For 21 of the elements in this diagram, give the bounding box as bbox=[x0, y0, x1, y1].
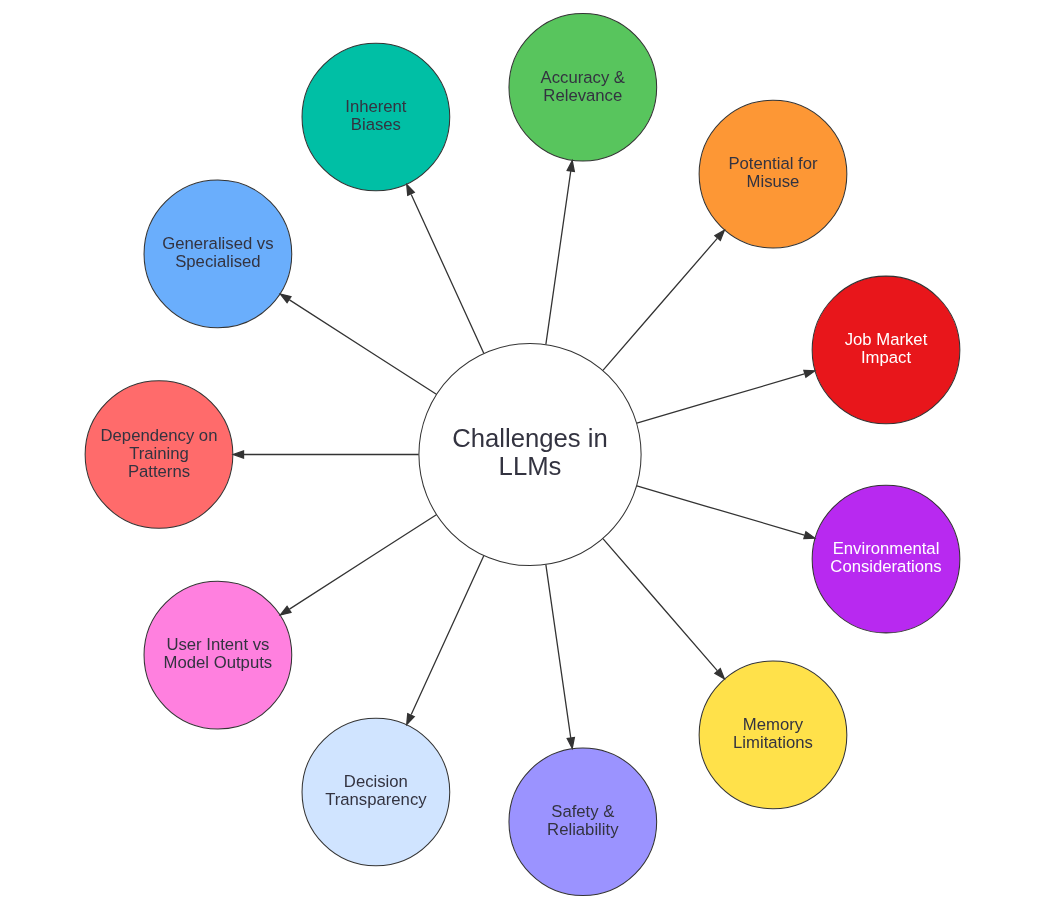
node-circle: Safety & Reliability bbox=[507, 747, 657, 897]
arrow bbox=[278, 514, 437, 616]
arrow bbox=[635, 485, 817, 540]
node-circle: Decision Transparency bbox=[301, 717, 450, 867]
node-circle: Environmental Considerations bbox=[811, 484, 960, 634]
arrow bbox=[544, 564, 575, 751]
node-circle: Potential for Misuse bbox=[698, 99, 847, 249]
node-circle: Challenges in LLMs bbox=[417, 342, 642, 567]
node-circle: Dependency on Training Patterns bbox=[84, 380, 233, 529]
node-circle: Memory Limitations bbox=[698, 660, 847, 810]
arrow bbox=[544, 158, 575, 345]
arrow bbox=[278, 293, 437, 395]
node-circle: Inherent Biases bbox=[301, 42, 450, 192]
arrow bbox=[601, 228, 726, 371]
node-circle: Job Market Impact bbox=[811, 275, 960, 425]
arrow bbox=[405, 555, 484, 727]
arrow bbox=[635, 369, 817, 424]
arrow bbox=[230, 450, 419, 459]
arrow bbox=[405, 182, 484, 354]
node-circle: Accuracy & Relevance bbox=[507, 12, 657, 162]
arrow bbox=[601, 538, 726, 681]
